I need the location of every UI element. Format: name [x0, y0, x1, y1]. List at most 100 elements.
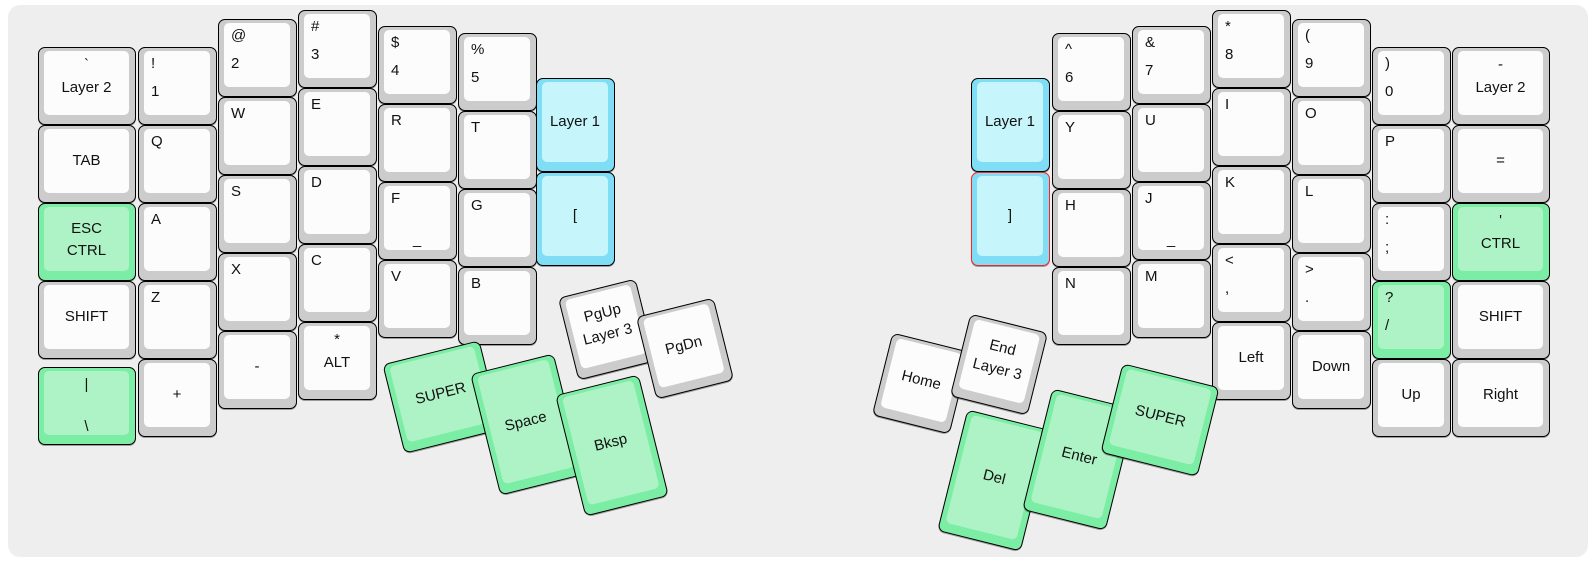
key-semicolon[interactable]: :;: [1372, 203, 1451, 281]
legend-top-left: H: [1065, 197, 1076, 214]
legend-center: [: [572, 206, 578, 224]
keycap-surface: G: [464, 193, 530, 257]
key-down[interactable]: Down: [1292, 331, 1371, 409]
keycap-surface: Q: [144, 129, 210, 193]
key-p[interactable]: P: [1372, 125, 1451, 203]
keycap-surface: U: [1138, 108, 1204, 172]
key-minus-layer2[interactable]: -Layer 2: [1452, 47, 1550, 125]
key-h[interactable]: H: [1052, 189, 1131, 267]
key-f[interactable]: F_: [378, 182, 457, 260]
keycap-surface: !1: [144, 51, 210, 115]
key-i[interactable]: I: [1212, 88, 1291, 166]
key-x[interactable]: X: [218, 253, 297, 331]
keycap-surface: -Layer 2: [1458, 51, 1543, 115]
key-z[interactable]: Z: [138, 281, 217, 359]
legend-top-left: P: [1385, 133, 1396, 150]
key-0[interactable]: )0: [1372, 47, 1451, 125]
key-tab[interactable]: TAB: [38, 125, 136, 203]
legend-bottom: \: [84, 418, 89, 435]
key-slash[interactable]: ?/: [1372, 281, 1451, 359]
key-v[interactable]: V: [378, 260, 457, 338]
key-e[interactable]: E: [298, 88, 377, 166]
legend-top-left: !: [151, 55, 156, 72]
key-right[interactable]: Right: [1452, 359, 1550, 437]
key-up[interactable]: Up: [1372, 359, 1451, 437]
legend-center: TAB: [72, 151, 101, 169]
key-u[interactable]: U: [1132, 104, 1211, 182]
key-9[interactable]: (9: [1292, 19, 1371, 97]
keycap-surface: Right: [1458, 363, 1543, 427]
key-pipe-backslash[interactable]: |\: [38, 367, 136, 445]
keycap-surface: Up: [1378, 363, 1444, 427]
key-q[interactable]: Q: [138, 125, 217, 203]
key-s[interactable]: S: [218, 175, 297, 253]
key-3[interactable]: #3: [298, 10, 377, 88]
key-m[interactable]: M: [1132, 260, 1211, 338]
legend-center: SUPER: [1133, 401, 1188, 431]
legend-center: Down: [1311, 357, 1351, 375]
key-b[interactable]: B: [458, 267, 537, 345]
key-comma[interactable]: <,: [1212, 244, 1291, 322]
legend-center: ]: [1007, 206, 1013, 224]
key-1[interactable]: !1: [138, 47, 217, 125]
keycap-surface: |\: [44, 371, 129, 435]
key-y[interactable]: Y: [1052, 111, 1131, 189]
key-bracket-left[interactable]: [: [536, 172, 615, 266]
keycap-surface: Z: [144, 285, 210, 349]
key-period[interactable]: >.: [1292, 253, 1371, 331]
key-6[interactable]: ^6: [1052, 33, 1131, 111]
key-k[interactable]: K: [1212, 166, 1291, 244]
keycap-surface: T: [464, 115, 530, 179]
key-minus[interactable]: -: [218, 331, 297, 409]
key-l[interactable]: L: [1292, 175, 1371, 253]
key-layer1-left[interactable]: Layer 1: [536, 78, 615, 172]
key-equals[interactable]: =: [1452, 125, 1550, 203]
key-t[interactable]: T: [458, 111, 537, 189]
key-bracket-right[interactable]: ]: [971, 172, 1050, 266]
key-5[interactable]: %5: [458, 33, 537, 111]
key-layer1-right[interactable]: Layer 1: [971, 78, 1050, 172]
key-r[interactable]: R: [378, 104, 457, 182]
legend-top-left: M: [1145, 268, 1158, 285]
key-quote-ctrl[interactable]: 'CTRL: [1452, 203, 1550, 281]
legend-top-left: B: [471, 275, 482, 292]
keycap-surface: M: [1138, 264, 1204, 328]
key-2[interactable]: @2: [218, 19, 297, 97]
key-alt[interactable]: *ALT: [298, 322, 377, 400]
key-shift-left[interactable]: SHIFT: [38, 281, 136, 359]
legend-top-left: C: [311, 252, 322, 269]
key-a[interactable]: A: [138, 203, 217, 281]
key-g[interactable]: G: [458, 189, 537, 267]
key-shift-right[interactable]: SHIFT: [1452, 281, 1550, 359]
legend-bottom-left: 3: [311, 46, 320, 63]
key-8[interactable]: *8: [1212, 10, 1291, 88]
key-d[interactable]: D: [298, 166, 377, 244]
key-o[interactable]: O: [1292, 97, 1371, 175]
key-j[interactable]: J_: [1132, 182, 1211, 260]
key-4[interactable]: $4: [378, 26, 457, 104]
key-w[interactable]: W: [218, 97, 297, 175]
legend-bottom-left: 1: [151, 83, 160, 100]
key-7[interactable]: &7: [1132, 26, 1211, 104]
key-grave-layer2[interactable]: `Layer 2: [38, 47, 136, 125]
legend-line2: CTRL: [66, 242, 107, 259]
keycap-surface: Left: [1218, 326, 1284, 390]
keycap-surface: V: [384, 264, 450, 328]
key-c[interactable]: C: [298, 244, 377, 322]
legend-top-left: K: [1225, 174, 1236, 191]
key-n[interactable]: N: [1052, 267, 1131, 345]
legend-center: SHIFT: [1478, 307, 1523, 325]
keycap-surface: X: [224, 257, 290, 321]
keycap-surface: %5: [464, 37, 530, 101]
legend-top-left: E: [311, 96, 322, 113]
key-left[interactable]: Left: [1212, 322, 1291, 400]
legend-top: -: [1498, 56, 1503, 73]
legend-top: |: [84, 376, 89, 393]
legend-center: Del: [981, 465, 1008, 488]
legend-center: Right: [1482, 385, 1519, 403]
key-plus[interactable]: +: [138, 359, 217, 437]
